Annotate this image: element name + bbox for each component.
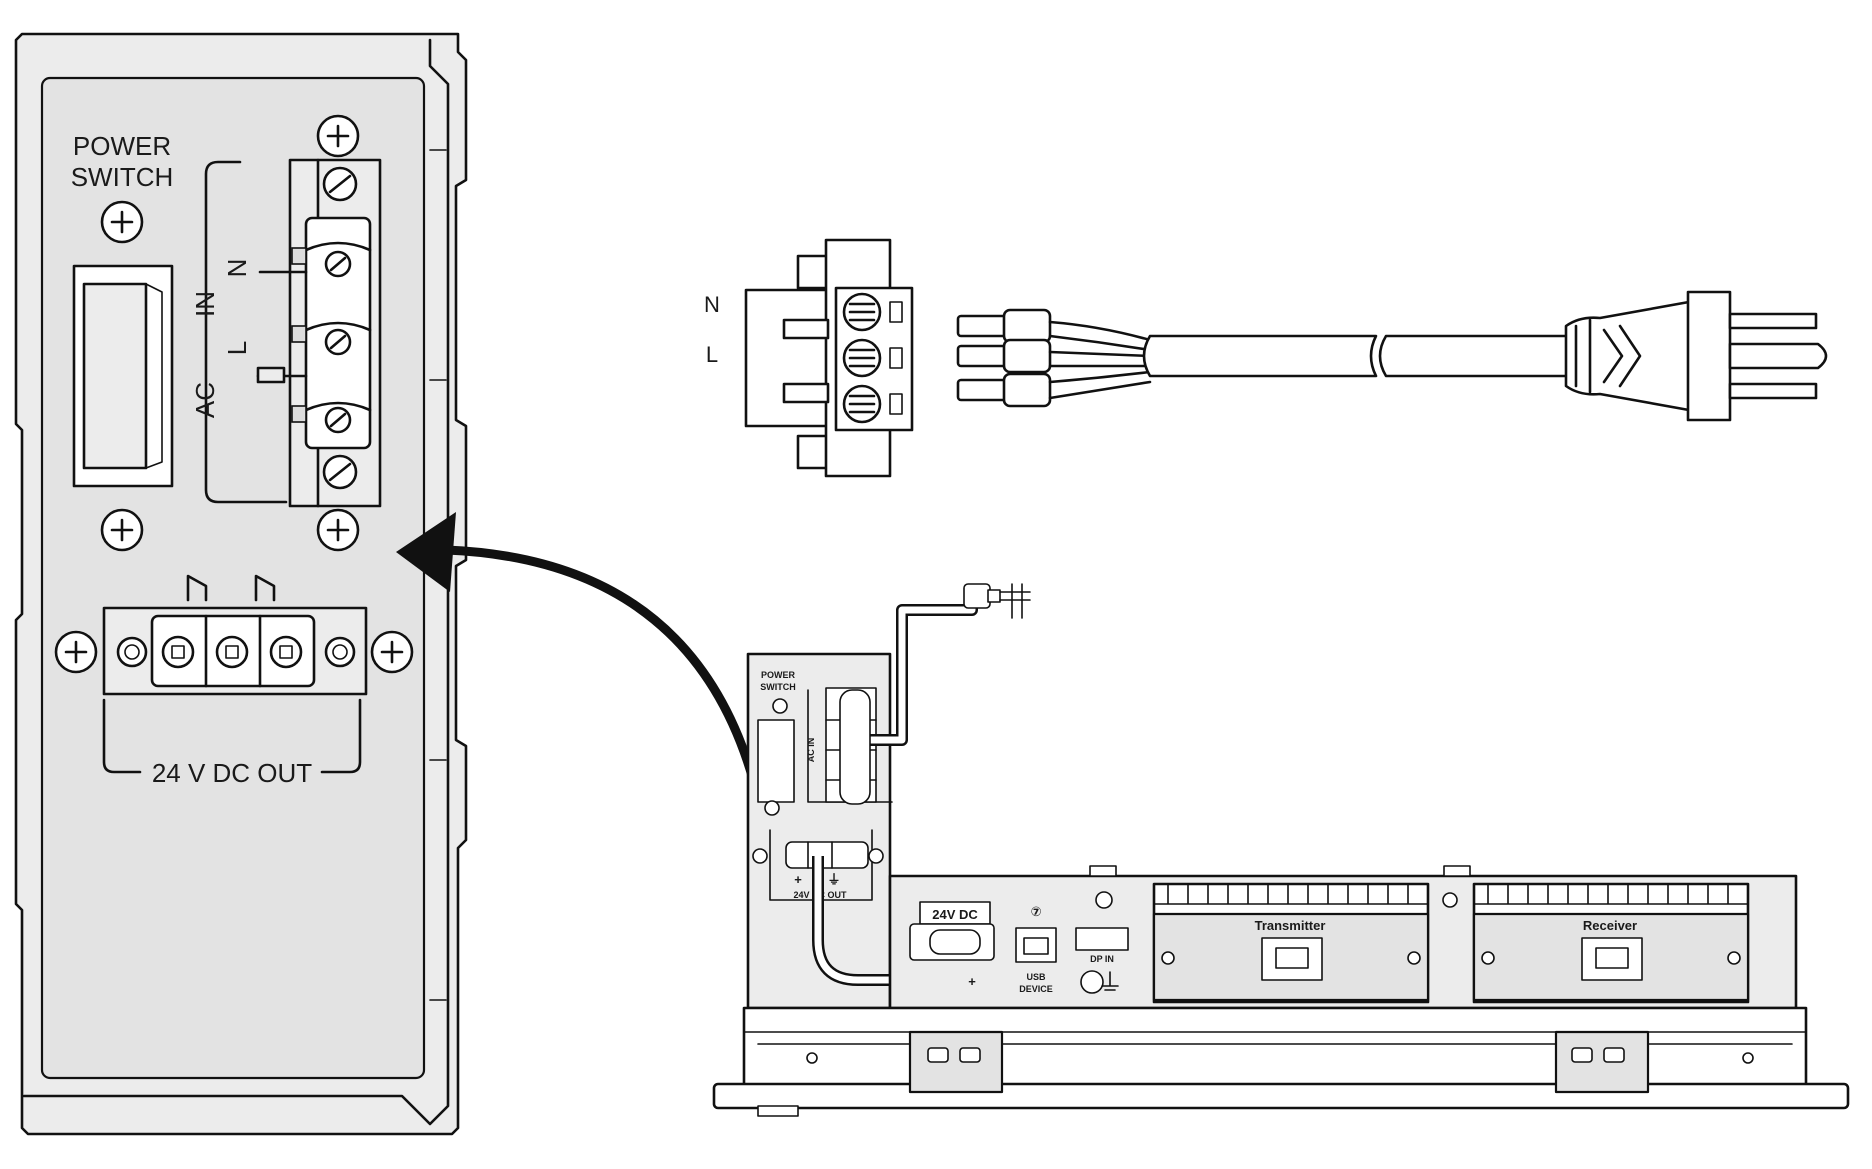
terminal-screw-ground[interactable] (324, 406, 352, 434)
cord-mains-plug (1564, 290, 1828, 422)
n-label: N (222, 259, 252, 278)
callout-arrow (396, 512, 763, 803)
cord-cable-1 (1142, 334, 1378, 378)
ac-label: AC (190, 382, 220, 418)
dc-out-terminal-block (102, 574, 368, 696)
power-supply-detail: POWER SWITCH AC IN L N (14, 32, 468, 1136)
mini-ground-label: ⏚ (827, 872, 840, 887)
terminal-screw-l[interactable] (324, 328, 352, 356)
usb-label-2: DEVICE (1019, 984, 1053, 994)
power-cord: N L (704, 238, 1828, 478)
transmitter-label: Transmitter (1255, 918, 1326, 933)
dc-input-label: 24V DC (932, 907, 978, 922)
usb-label-1: USB (1026, 972, 1046, 982)
l-label: L (222, 341, 252, 355)
transmitter-port[interactable] (1261, 937, 1323, 981)
power-switch[interactable] (72, 264, 174, 488)
dc-out-label: 24 V DC OUT (152, 758, 312, 788)
ground-screw[interactable] (1080, 970, 1104, 994)
mini-power-switch[interactable] (757, 719, 795, 803)
cord-wire-ferrules (956, 308, 1152, 408)
mini-plus-label: + (794, 872, 802, 887)
mini-power-label-1: POWER (761, 670, 796, 680)
port-number-label: ⑦ (1030, 904, 1041, 919)
dc-out-bracket (102, 698, 362, 774)
mini-power-label-2: SWITCH (760, 682, 796, 692)
cord-cable-2 (1378, 334, 1576, 378)
mini-ac-plug (839, 689, 871, 805)
power-switch-label-1: POWER (73, 131, 171, 161)
cord-connector-plug (744, 238, 914, 478)
detail-housing-ribs (429, 149, 447, 1001)
ac-terminal-block (256, 158, 382, 508)
ac-in-bracket (204, 160, 288, 504)
receiver-label: Receiver (1583, 918, 1637, 933)
dp-in-port[interactable] (1075, 927, 1129, 951)
power-switch-label-2: SWITCH (71, 162, 174, 192)
detail-housing-edge (22, 38, 450, 1126)
cord-l-label: L (706, 342, 718, 367)
cord-n-label: N (704, 292, 720, 317)
in-label: IN (190, 291, 220, 317)
screw-dc-right (370, 630, 414, 674)
screw-top-left (100, 200, 144, 244)
screw-mid-right (316, 508, 360, 552)
mini-ac-in-label: AC IN (806, 738, 816, 763)
mini-wall-plug (963, 583, 1031, 619)
screw-dc-left (54, 630, 98, 674)
dp-in-label: DP IN (1090, 954, 1114, 964)
device-rear-view: POWER SWITCH AC IN + ⏚ 24V DC OUT (712, 583, 1850, 1117)
screw-mid-left (100, 508, 144, 552)
dc-input-plus: + (968, 974, 976, 989)
terminal-screw-n[interactable] (324, 250, 352, 278)
screw-top-right (316, 114, 360, 158)
device-bezel (712, 1082, 1850, 1110)
